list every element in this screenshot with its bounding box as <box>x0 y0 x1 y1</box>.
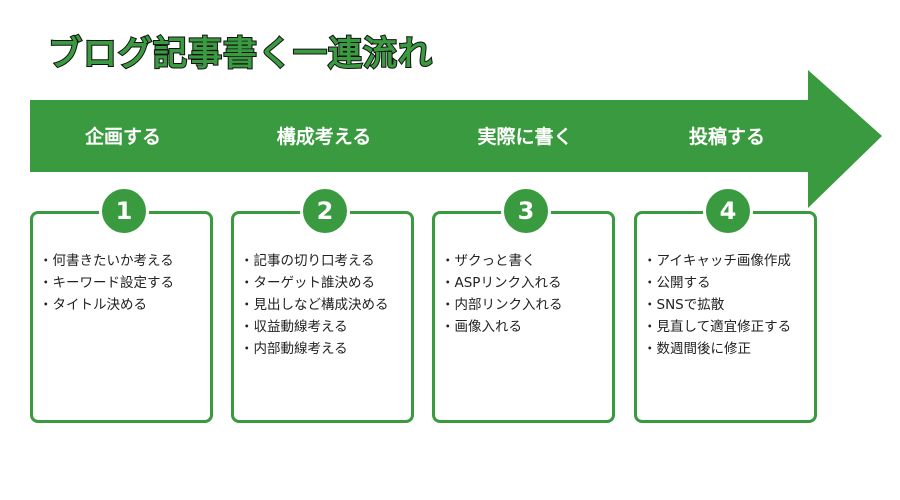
list-item: 数週間後に修正 <box>643 338 791 360</box>
step-number-badge: 1 <box>99 186 149 236</box>
page-title: ブログ記事書く一連流れ <box>47 33 433 75</box>
task-list: 記事の切り口考えるターゲット誰決める見出しなど構成決める収益動線考える内部動線考… <box>240 250 389 360</box>
step-box: 何書きたいか考えるキーワード設定するタイトル決める <box>30 211 213 423</box>
list-item: 見直して適宜修正する <box>643 316 792 338</box>
step-box: 記事の切り口考えるターゲット誰決める見出しなど構成決める収益動線考える内部動線考… <box>231 211 414 423</box>
list-item: タイトル決める <box>39 294 174 316</box>
list-item: 収益動線考える <box>240 316 389 338</box>
step-number-badge: 3 <box>501 186 551 236</box>
step-box: ザクっと書くASPリンク入れる内部リンク入れる画像入れる <box>432 211 615 423</box>
list-item: 内部動線考える <box>240 338 389 360</box>
list-item: 内部リンク入れる <box>441 294 563 316</box>
step-box: アイキャッチ画像作成公開するSNSで拡散見直して適宜修正する数週間後に修正 <box>634 211 817 423</box>
list-item: 公開する <box>643 272 791 294</box>
list-item: 何書きたいか考える <box>39 250 174 272</box>
list-item: 記事の切り口考える <box>240 250 389 272</box>
list-item: SNSで拡散 <box>643 294 791 316</box>
list-item: 見出しなど構成決める <box>240 294 389 316</box>
list-item: アイキャッチ画像作成 <box>643 250 791 272</box>
task-list: ザクっと書くASPリンク入れる内部リンク入れる画像入れる <box>441 250 563 338</box>
list-item: 画像入れる <box>441 316 563 338</box>
task-list: 何書きたいか考えるキーワード設定するタイトル決める <box>39 250 175 316</box>
list-item: ザクっと書く <box>441 250 563 272</box>
step-number-badge: 4 <box>703 186 753 236</box>
step-label: 企画する <box>84 126 161 148</box>
task-list: アイキャッチ画像作成公開するSNSで拡散見直して適宜修正する数週間後に修正 <box>643 250 792 360</box>
list-item: キーワード設定する <box>39 272 175 294</box>
step-label: 投稿する <box>688 126 765 148</box>
step-label: 構成考える <box>276 126 372 148</box>
list-item: ターゲット誰決める <box>240 272 389 294</box>
list-item: ASPリンク入れる <box>441 272 563 294</box>
step-number-badge: 2 <box>300 186 350 236</box>
step-label: 実際に書く <box>477 126 573 148</box>
